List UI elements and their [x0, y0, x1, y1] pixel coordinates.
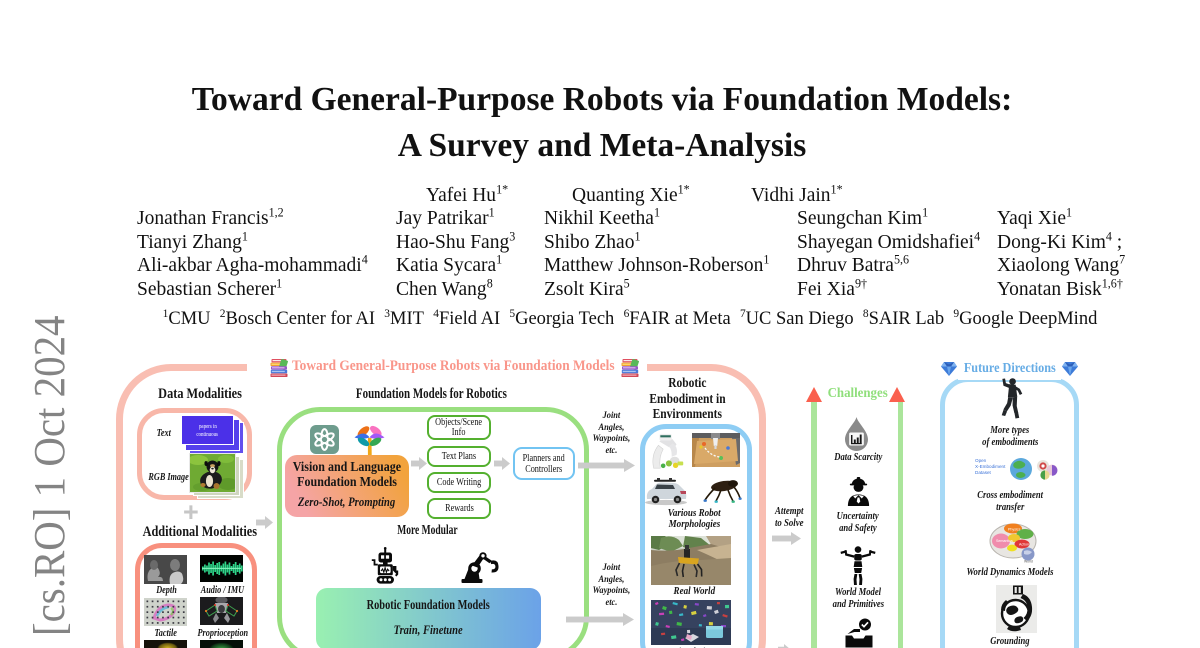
svg-text:Open: Open — [975, 458, 987, 463]
svg-text:Dataset: Dataset — [975, 470, 992, 475]
svg-text:X-Embodiment: X-Embodiment — [975, 464, 1006, 469]
svg-text:Action: Action — [1019, 543, 1029, 547]
svg-text:Physics: Physics — [1008, 528, 1021, 532]
svg-text:World: World — [1024, 560, 1033, 564]
svg-text:Semantics: Semantics — [996, 539, 1013, 543]
